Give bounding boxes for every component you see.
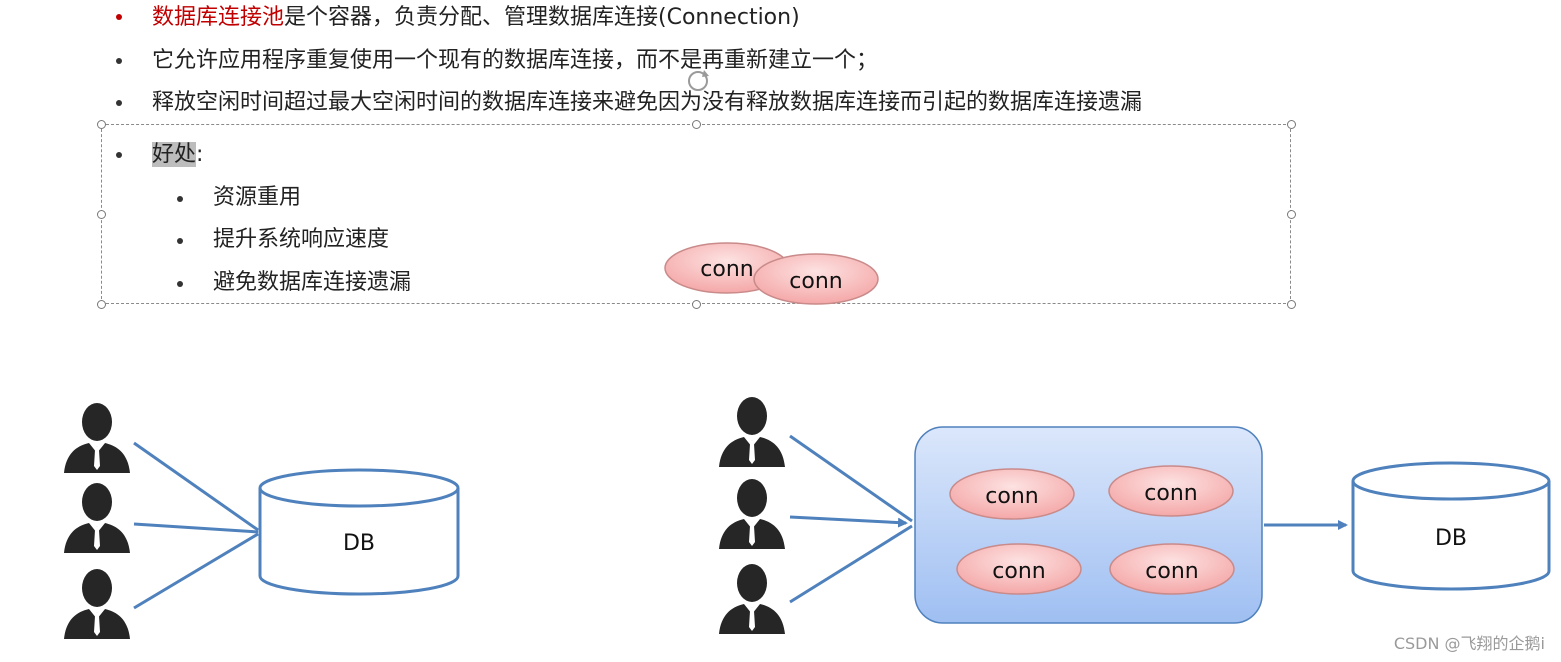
bullet-dot <box>116 58 122 64</box>
floating-conn-2: conn <box>753 253 879 305</box>
user-icon <box>719 479 785 549</box>
bullet-1-text: 是个容器，负责分配、管理数据库连接(Connection) <box>284 5 800 30</box>
resize-handle-middle-left[interactable] <box>97 210 106 219</box>
right-db-cylinder: DB <box>1351 461 1551 591</box>
user-icon <box>64 569 130 639</box>
watermark: CSDN @飞翔的企鹅i <box>1393 634 1545 653</box>
connection-pool-box <box>914 426 1263 624</box>
resize-handle-middle-right[interactable] <box>1287 210 1296 219</box>
arrow-line <box>133 532 259 610</box>
arrow-line <box>789 515 908 528</box>
left-db-label: DB <box>343 531 375 556</box>
resize-handle-top-left[interactable] <box>97 120 106 129</box>
pool-conn-4-label: conn <box>1145 559 1198 584</box>
bullet-2: 它允许应用程序重复使用一个现有的数据库连接，而不是再重新建立一个； <box>152 48 879 73</box>
sub-bullet-2: 提升系统响应速度 <box>213 227 390 252</box>
sub-bullet-dot <box>177 196 183 202</box>
user-icon <box>719 564 785 634</box>
resize-handle-bottom-right[interactable] <box>1287 300 1296 309</box>
bullet-4-colon: : <box>196 142 204 167</box>
sub-bullet-dot <box>177 238 183 244</box>
resize-handle-bottom-left[interactable] <box>97 300 106 309</box>
pool-conn-3-label: conn <box>992 559 1045 584</box>
arrow-line <box>133 441 259 532</box>
resize-handle-top-right[interactable] <box>1287 120 1296 129</box>
pool-conn-1-label: conn <box>985 484 1038 509</box>
pool-conn-1: conn <box>949 468 1075 520</box>
bullet-1: 数据库连接池是个容器，负责分配、管理数据库连接(Connection) <box>152 5 800 31</box>
floating-conn-1-label: conn <box>700 257 753 282</box>
rotate-handle-icon[interactable] <box>688 70 709 91</box>
arrow-line <box>789 434 913 523</box>
left-db-cylinder: DB <box>258 468 460 596</box>
bullet-dot <box>116 100 122 106</box>
sub-bullet-dot <box>177 281 183 287</box>
bullet-dot <box>116 152 122 158</box>
pool-conn-3: conn <box>956 543 1082 595</box>
pool-conn-2: conn <box>1108 465 1234 517</box>
resize-handle-bottom-middle[interactable] <box>692 300 701 309</box>
right-db-label: DB <box>1435 526 1467 551</box>
arrow-line <box>789 524 913 604</box>
pool-conn-2-label: conn <box>1144 481 1197 506</box>
sub-bullet-3: 避免数据库连接遗漏 <box>213 270 412 295</box>
bullet-3: 释放空闲时间超过最大空闲时间的数据库连接来避免因为没有释放数据库连接而引起的数据… <box>152 90 1143 115</box>
bullet-1-highlight: 数据库连接池 <box>152 5 285 30</box>
arrow-line <box>133 522 259 534</box>
floating-conn-2-label: conn <box>789 269 842 294</box>
sub-bullet-1: 资源重用 <box>213 185 302 210</box>
user-icon <box>64 483 130 553</box>
bullet-dot <box>116 14 122 20</box>
bullet-4-label: 好处 <box>152 142 197 167</box>
bullet-4: 好处: <box>152 142 203 168</box>
resize-handle-top-middle[interactable] <box>692 120 701 129</box>
user-icon <box>64 403 130 473</box>
user-icon <box>719 397 785 467</box>
pool-conn-4: conn <box>1109 543 1235 595</box>
